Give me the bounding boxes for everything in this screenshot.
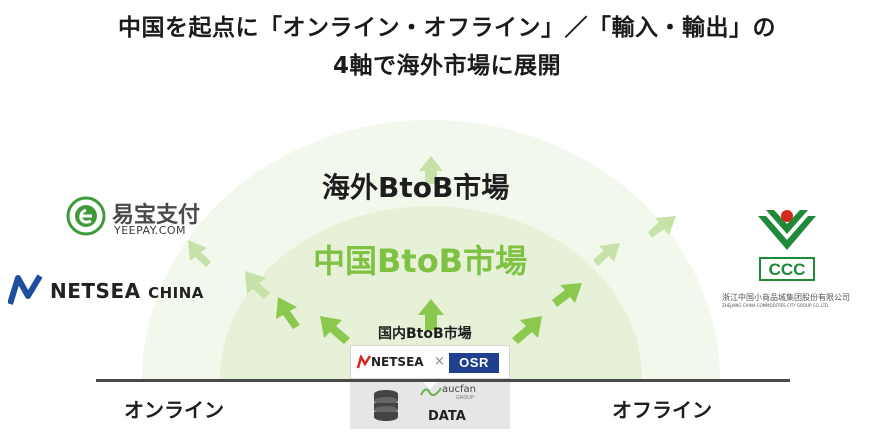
title-line-2: 4軸で海外市場に展開 bbox=[332, 53, 561, 79]
ccc-text: CCC bbox=[769, 260, 806, 279]
aucfan-group-label: GROUP bbox=[456, 395, 474, 401]
netsea-small-mark-icon bbox=[357, 355, 371, 369]
title-line-1: 中国を起点に「オンライン・オフライン」／「輸入・輸出」の bbox=[118, 15, 776, 41]
ccc-logo: CCC 浙江中国小商品城集团股份有限公司 ZHEJIANG CHINA COMM… bbox=[722, 206, 882, 308]
netsea-china-wordmark: NETSEA CHINA bbox=[50, 279, 204, 303]
data-box: aucfan GROUP DATA bbox=[350, 379, 510, 429]
netsea-china-main: NETSEA bbox=[50, 279, 149, 303]
ccc-caption: 浙江中国小商品城集团股份有限公司 ZHEJIANG CHINA COMMODIT… bbox=[722, 292, 872, 308]
netsea-mark-icon bbox=[8, 274, 43, 305]
osr-logo: OSR bbox=[449, 353, 499, 373]
arrow-far-right-inner bbox=[552, 283, 582, 307]
arrow-left-outer-1 bbox=[245, 271, 270, 299]
ccc-caption-cn: 浙江中国小商品城集团股份有限公司 bbox=[722, 293, 850, 302]
arrow-right-outer-2 bbox=[648, 216, 676, 238]
arrow-up-outer bbox=[419, 156, 443, 184]
arrow-left-inner bbox=[320, 316, 350, 344]
netsea-china-suffix: CHINA bbox=[148, 284, 204, 302]
online-axis-label: オンライン bbox=[124, 398, 224, 422]
inner-arrows bbox=[276, 283, 582, 344]
database-icon bbox=[374, 390, 398, 421]
arrow-right-outer-1 bbox=[593, 243, 620, 266]
ccc-caption-en: ZHEJIANG CHINA COMMODITIES CITY GROUP CO… bbox=[722, 303, 830, 308]
baseline-divider bbox=[96, 379, 790, 382]
china-market-label: 中国BtoB市場 bbox=[313, 242, 528, 280]
arrow-up-inner bbox=[418, 299, 444, 330]
offline-axis-label: オフライン bbox=[612, 398, 712, 422]
arrow-left-outer-2 bbox=[188, 240, 211, 267]
aucfan-wordmark: aucfan bbox=[442, 384, 476, 395]
netsea-osr-partner-box: NETSEA × OSR bbox=[350, 345, 510, 379]
arrow-far-left-inner bbox=[276, 297, 300, 329]
netsea-wordmark: NETSEA bbox=[371, 355, 424, 369]
arrow-right-inner bbox=[512, 316, 542, 344]
times-symbol: × bbox=[434, 354, 445, 369]
overseas-market-label: 海外BtoB市場 bbox=[322, 171, 510, 204]
yeepay-logo: 易宝支付 YEEPAY.COM bbox=[62, 194, 222, 242]
outer-arrows bbox=[188, 156, 676, 299]
aucfan-mark-icon bbox=[420, 387, 442, 397]
yeepay-english-name: YEEPAY.COM bbox=[114, 224, 187, 237]
domestic-market-label: 国内BtoB市場 bbox=[378, 326, 472, 342]
ccc-emblem-icon: CCC bbox=[758, 210, 816, 281]
netsea-china-logo: NETSEA CHINA bbox=[8, 270, 268, 310]
yeepay-icon bbox=[66, 196, 106, 236]
data-label: DATA bbox=[428, 409, 466, 424]
yeepay-chinese-name: 易宝支付 bbox=[112, 203, 201, 228]
